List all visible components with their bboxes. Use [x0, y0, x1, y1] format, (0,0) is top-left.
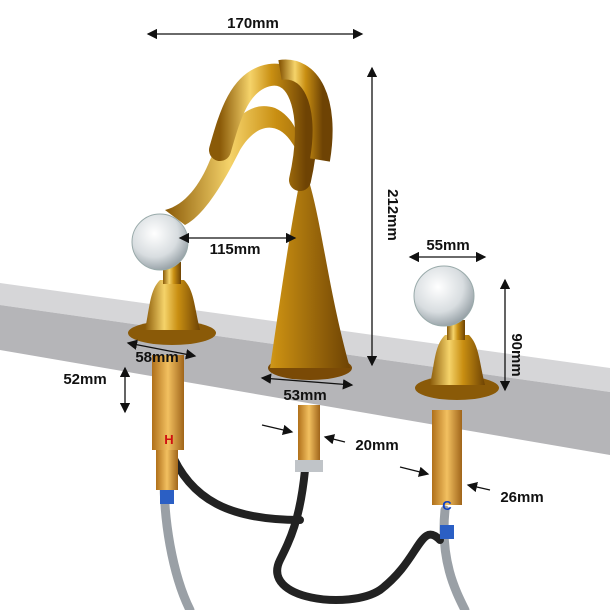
label-handle-height: 90mm [508, 333, 525, 376]
dimension-lines [119, 28, 511, 493]
hot-marking: H [164, 432, 173, 447]
label-handle-base: 58mm [135, 349, 178, 366]
cold-marking: C [442, 498, 452, 513]
supply-hoses [159, 445, 470, 610]
left-handle [128, 213, 216, 345]
spout-shank [295, 405, 323, 472]
label-spout-base: 53mm [283, 387, 326, 404]
label-handle-diameter: 55mm [426, 237, 469, 254]
label-total-width: 170mm [227, 15, 279, 32]
label-height: 212mm [384, 189, 401, 241]
label-spout-shank: 20mm [355, 437, 398, 454]
label-shank-length: 52mm [63, 371, 106, 388]
label-handle-shank: 26mm [500, 489, 543, 506]
right-handle [413, 265, 499, 400]
label-spout-reach: 115mm [210, 241, 261, 258]
right-valve-body: C [432, 410, 462, 539]
left-valve-body: H [152, 355, 184, 504]
